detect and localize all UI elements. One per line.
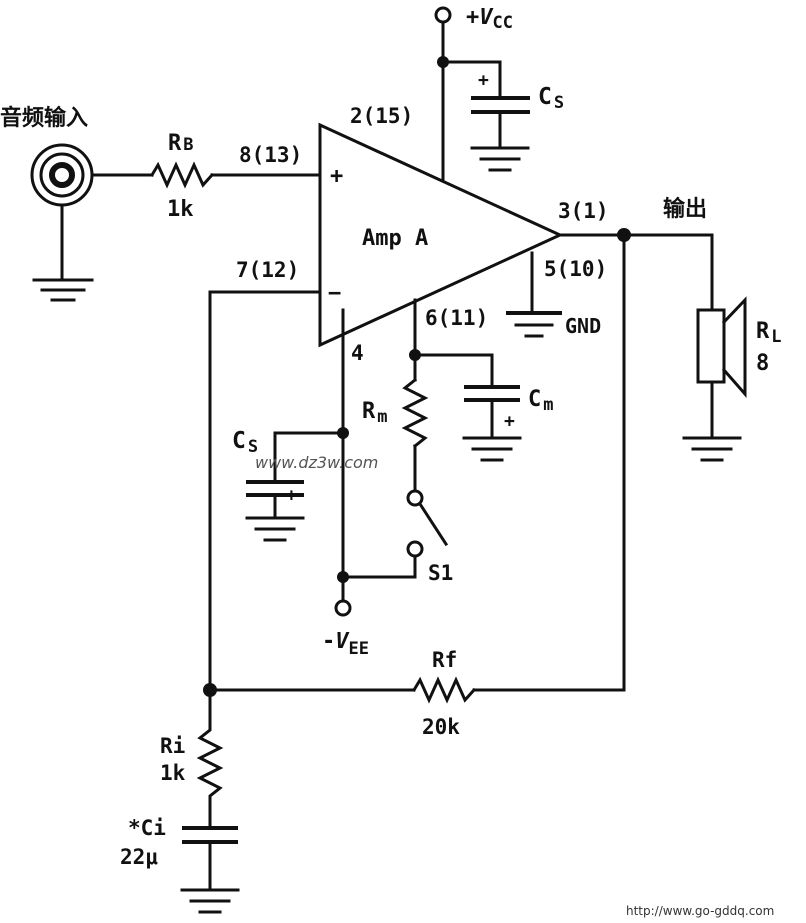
cs-top-plus: + [478, 70, 489, 91]
ci-name: *Ci [128, 816, 166, 840]
cs-left-plus: + [286, 485, 297, 506]
speaker-rl [682, 233, 747, 462]
ground-symbol-input [32, 278, 94, 302]
noninverting-sign: + [330, 164, 343, 189]
resistor-rb [149, 161, 215, 189]
pin6-label: 6(11) [425, 306, 488, 330]
junction-vee-s1 [337, 571, 349, 583]
vcc-terminal [434, 6, 502, 181]
rb-value: 1k [167, 197, 194, 222]
wire-inverting [208, 290, 322, 692]
resistor-ri [196, 688, 224, 828]
audio-input-label: 音频输入 [0, 105, 88, 131]
resistor-rm [401, 377, 429, 449]
rl-value: 8 [756, 351, 769, 376]
amplifier-triangle [318, 122, 564, 348]
vee-label: -VEE [322, 629, 369, 659]
rf-value: 20k [422, 715, 460, 739]
ri-value: 1k [160, 761, 186, 785]
vee-terminal [334, 599, 352, 617]
pin8-label: 8(13) [239, 143, 302, 167]
capacitor-cs-top [470, 60, 530, 172]
ri-name: Ri [160, 734, 185, 758]
s1-label: S1 [428, 561, 453, 585]
ground-pin5 [506, 251, 562, 338]
pin4-label: 4 [351, 341, 364, 365]
pin5-label: 5(10) [544, 257, 607, 281]
watermark-corner: http://www.go-gddq.com [626, 904, 774, 918]
audio-input-jack [30, 143, 94, 280]
ci-value: 22μ [120, 845, 158, 869]
switch-s1 [341, 489, 449, 579]
pin3-label: 3(1) [558, 199, 609, 223]
resistor-rf [411, 676, 477, 704]
amp-label: Amp A [362, 226, 428, 251]
pin7-label: 7(12) [236, 258, 299, 282]
vcc-label: +VCC [466, 5, 513, 33]
pin2-label: 2(15) [350, 104, 413, 128]
capacitor-cs-left [245, 431, 345, 542]
gnd-label: GND [565, 314, 601, 338]
rf-name: Rf [432, 648, 457, 672]
capacitor-cm [413, 353, 522, 462]
watermark-center: www.dz3w.com [255, 453, 378, 472]
inverting-sign: − [328, 281, 341, 306]
cm-plus: + [504, 411, 515, 432]
output-label: 输出 [663, 196, 707, 222]
capacitor-ci [180, 826, 240, 914]
